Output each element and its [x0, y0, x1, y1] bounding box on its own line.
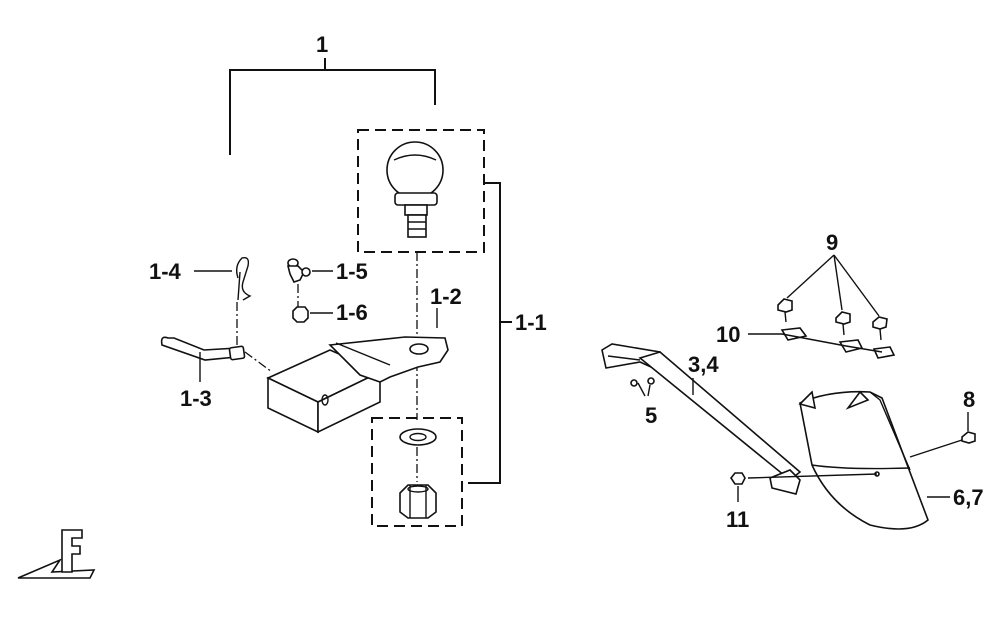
callout-label-5: 5 — [645, 403, 657, 428]
drawbar-icon — [266, 336, 449, 434]
callout-label-3-4: 3,4 — [688, 352, 719, 377]
nut-11-icon — [730, 472, 746, 485]
callout-label-10: 10 — [716, 322, 740, 347]
assembly-bracket-1-1 — [468, 182, 512, 484]
hitch-ball-detail-box — [357, 129, 485, 253]
nut-washer-detail-box — [371, 417, 463, 527]
front-direction-marker: F — [17, 529, 96, 579]
callout-label-1-2: 1-2 — [430, 284, 462, 309]
grease-fitting-icon — [286, 258, 311, 283]
callout-label-1-3: 1-3 — [180, 386, 212, 411]
flange-bolt-icon — [777, 298, 888, 341]
assembly-bracket-1 — [229, 58, 436, 155]
callout-label-11: 11 — [726, 507, 749, 532]
lock-washer-icon — [399, 428, 437, 446]
callout-label-8: 8 — [963, 387, 975, 412]
mud-flap-icon — [798, 390, 929, 530]
callout-label-9: 9 — [826, 230, 838, 255]
callout-label-1-6: 1-6 — [336, 300, 368, 325]
r-clip-icon — [235, 256, 252, 301]
lock-nut-icon — [292, 306, 309, 323]
callout-label-6-7: 6,7 — [953, 485, 984, 510]
callout-label-1-4: 1-4 — [149, 259, 182, 284]
hex-nut-icon — [399, 484, 437, 519]
callout-label-1-5: 1-5 — [336, 259, 368, 284]
callout-label-1-1: 1-1 — [515, 310, 547, 335]
mud-flap-stay-icon — [601, 343, 802, 495]
bolt-8-icon — [961, 431, 976, 444]
hitch-pin-icon — [160, 336, 246, 361]
callout-label-1: 1 — [316, 32, 328, 57]
clip-nut-icon — [780, 327, 896, 359]
hitch-ball-icon — [386, 141, 444, 238]
